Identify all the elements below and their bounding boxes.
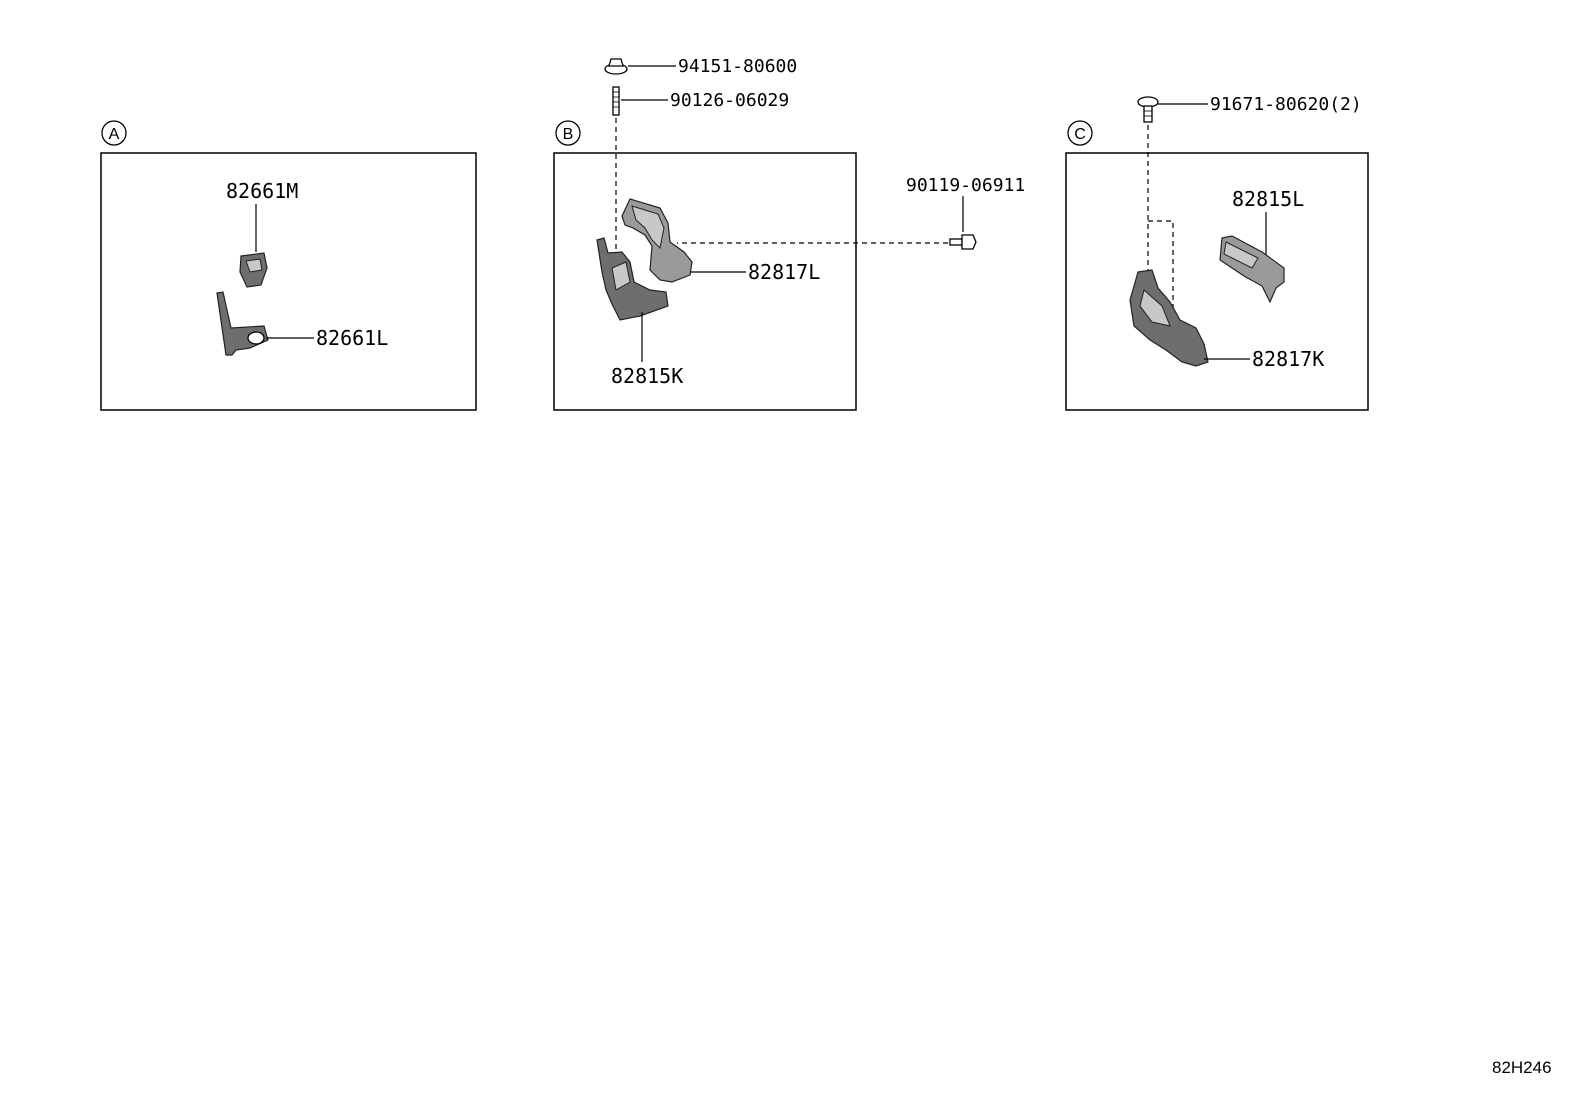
view-b: B 94151-80600 90126-06029 90119-06911 — [553, 56, 1025, 411]
dashline-screw-offset — [1148, 220, 1174, 336]
bracket-82815k-face — [611, 261, 631, 291]
view-a-marker — [101, 120, 127, 146]
clip-82661m-highlight — [245, 258, 263, 273]
view-a-frame — [100, 152, 477, 411]
view-b-marker — [555, 120, 581, 146]
bracket-82817k-shape — [1129, 269, 1209, 367]
part-label-90119-06911[interactable]: 90119-06911 — [906, 175, 1025, 196]
stud-icon — [612, 86, 620, 116]
figure-code: 82H246 — [1492, 1058, 1552, 1077]
bracket-82815l-face — [1223, 241, 1259, 269]
part-label-82815k[interactable]: 82815K — [611, 364, 683, 388]
view-c: C 91671-80620(2) 82815L 82817K — [1065, 94, 1369, 411]
view-a: A 82661M 82661L — [100, 120, 477, 411]
part-label-82817k[interactable]: 82817K — [1252, 347, 1324, 371]
clip-82661l-shape — [216, 291, 269, 356]
clip-82661l-hole — [247, 331, 265, 345]
view-c-frame — [1065, 152, 1369, 411]
bracket-82817k-face — [1139, 289, 1171, 327]
part-label-90126-06029[interactable]: 90126-06029 — [670, 90, 789, 111]
part-label-82817l[interactable]: 82817L — [748, 260, 820, 284]
view-c-letter: C — [1074, 126, 1086, 143]
part-label-82661m[interactable]: 82661M — [226, 179, 298, 203]
bracket-82817l-face — [631, 205, 665, 250]
view-b-frame — [553, 152, 857, 411]
part-label-91671-80620[interactable]: 91671-80620(2) — [1210, 94, 1362, 115]
part-label-82661l[interactable]: 82661L — [316, 326, 388, 350]
bolt-icon — [949, 234, 977, 250]
view-a-letter: A — [109, 126, 120, 143]
part-label-94151-80600[interactable]: 94151-80600 — [678, 56, 797, 77]
screw-icon — [1137, 96, 1159, 123]
view-c-marker — [1067, 120, 1093, 146]
view-b-letter: B — [563, 126, 574, 143]
nut-icon — [604, 58, 628, 75]
bracket-82815k-shape — [596, 237, 669, 321]
part-label-82815l[interactable]: 82815L — [1232, 187, 1304, 211]
